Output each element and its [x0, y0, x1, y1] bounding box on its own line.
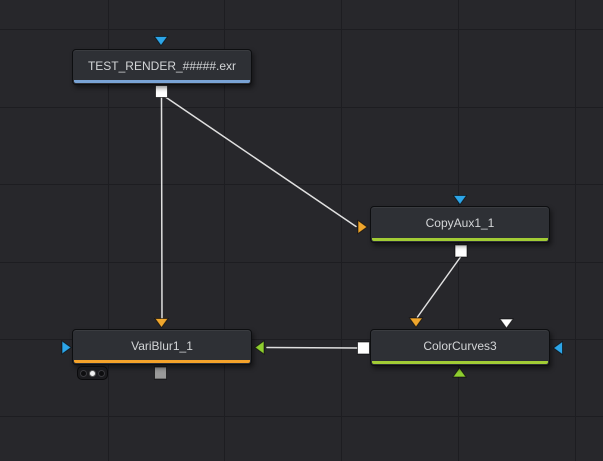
wire-colorcurves-to-variblur[interactable]: [266, 346, 358, 349]
node-variblur[interactable]: VariBlur1_1: [72, 329, 252, 365]
loader-output-connector[interactable]: [155, 85, 168, 98]
node-loader-color-stripe: [74, 80, 250, 83]
node-loader-label: TEST_RENDER_#####.exr: [87, 58, 237, 73]
node-copyaux[interactable]: CopyAux1_1: [370, 206, 550, 243]
variblur-left-input-arrow[interactable]: [61, 340, 72, 355]
copyaux-top-input-arrow[interactable]: [452, 195, 468, 206]
node-copyaux-color-stripe: [372, 238, 548, 241]
colorcurves-topright-input-arrow[interactable]: [499, 318, 514, 329]
node-variblur-color-stripe: [74, 360, 250, 363]
colorcurves-bottom-mask-arrow[interactable]: [452, 367, 467, 378]
node-colorcurves-color-stripe: [372, 361, 548, 364]
colorcurves-output-connector[interactable]: [357, 341, 370, 355]
colorcurves-right-input-arrow[interactable]: [552, 340, 563, 356]
colorcurves-topleft-input-arrow[interactable]: [408, 317, 424, 328]
copyaux-left-input-arrow[interactable]: [357, 219, 368, 235]
copyaux-output-connector[interactable]: [454, 244, 468, 258]
viewer-dot-on[interactable]: [89, 369, 96, 377]
loader-top-input-arrow[interactable]: [153, 36, 169, 47]
wire-loader-to-variblur[interactable]: [160, 96, 163, 320]
node-variblur-label: VariBlur1_1: [131, 338, 193, 353]
node-colorcurves[interactable]: ColorCurves3: [370, 329, 550, 366]
viewer-dot-off[interactable]: [98, 369, 105, 377]
node-copyaux-label: CopyAux1_1: [425, 216, 495, 230]
variblur-top-input-arrow[interactable]: [154, 318, 169, 329]
node-loader[interactable]: TEST_RENDER_#####.exr: [72, 49, 252, 85]
wire-copyaux-to-colorcurves[interactable]: [416, 256, 462, 318]
variblur-right-input-arrow[interactable]: [254, 340, 265, 355]
node-colorcurves-label: ColorCurves3: [423, 339, 497, 353]
wire-loader-to-copyaux[interactable]: [163, 95, 357, 228]
viewer-indicator[interactable]: [77, 366, 108, 380]
viewer-dot-off[interactable]: [80, 369, 87, 377]
variblur-output-connector[interactable]: [154, 366, 167, 380]
